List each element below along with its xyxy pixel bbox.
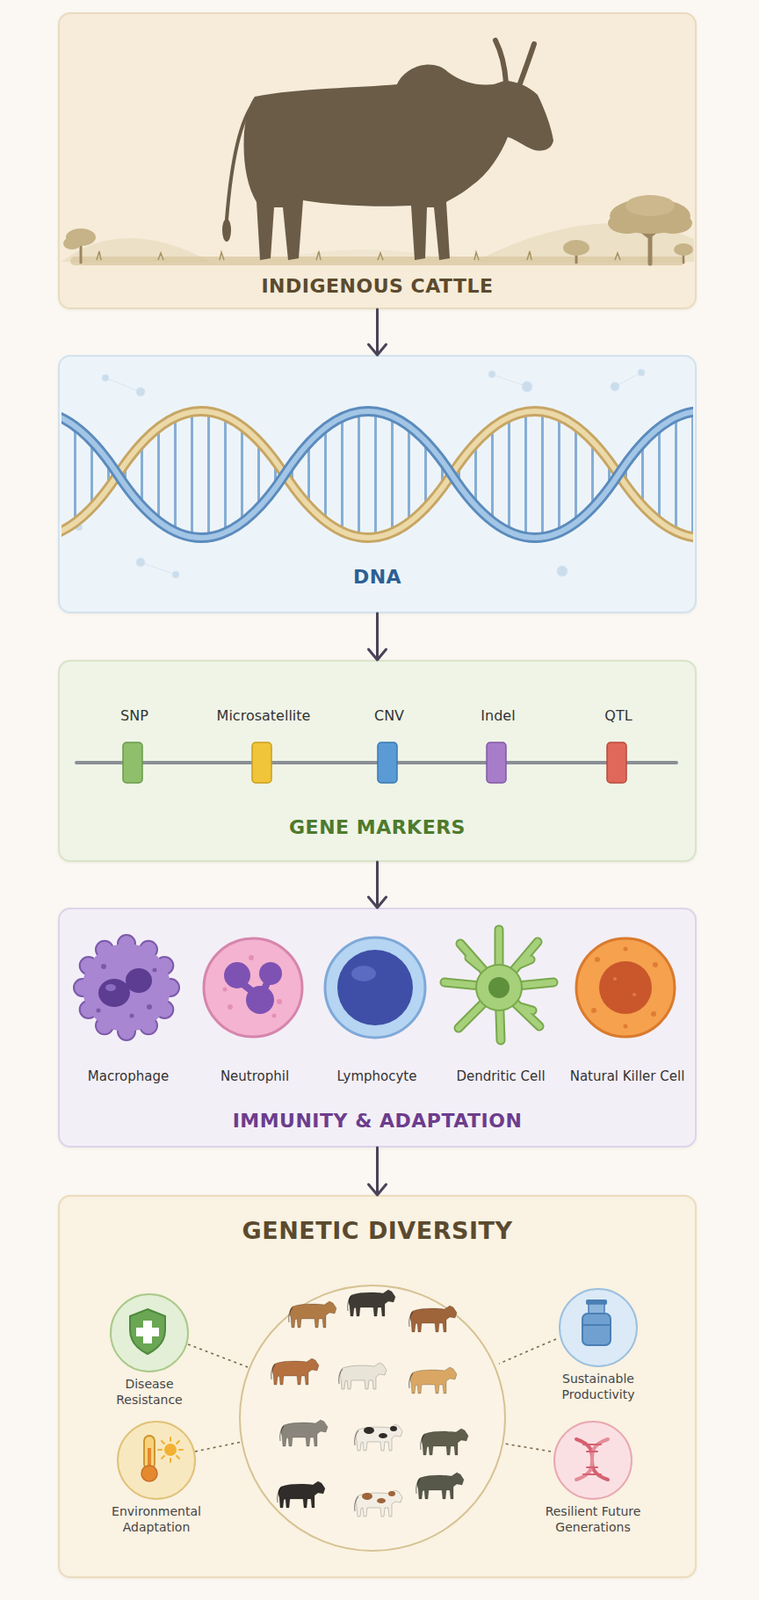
benefit-circle-outline bbox=[110, 1293, 188, 1372]
benefit-circle-outline bbox=[117, 1421, 196, 1499]
stage-panel: INDIGENOUS CATTLE bbox=[57, 12, 697, 310]
panel-title: IMMUNITY & ADAPTATION bbox=[59, 1109, 695, 1133]
benefit-circle: Sustainable Productivity bbox=[541, 1286, 656, 1419]
benefit-circle: Disease Resistance bbox=[92, 1292, 207, 1425]
panel-title: GENETIC DIVERSITY bbox=[59, 1216, 695, 1245]
flow-arrow bbox=[368, 309, 387, 355]
flow-arrow bbox=[368, 613, 387, 660]
arrow-line bbox=[368, 613, 387, 660]
panel-title: GENE MARKERS bbox=[59, 816, 695, 839]
benefit-circle: Environmental Adaptation bbox=[99, 1419, 214, 1552]
stage-panel: DNA bbox=[57, 354, 697, 614]
benefit-label: Environmental Adaptation bbox=[101, 1503, 211, 1535]
benefit-circle-shape bbox=[99, 1419, 214, 1503]
marker-label: SNP bbox=[81, 707, 188, 724]
benefit-circle-outline bbox=[554, 1421, 632, 1499]
panel-title: DNA bbox=[59, 565, 695, 589]
flow-arrow bbox=[368, 1147, 387, 1195]
benefit-label: Resilient Future Generations bbox=[538, 1503, 648, 1535]
stage-panel: GENETIC DIVERSITY Disease Resistance Susta… bbox=[57, 1194, 697, 1578]
marker-label: QTL bbox=[565, 707, 672, 724]
panel-title: INDIGENOUS CATTLE bbox=[59, 274, 695, 298]
stage-panel: GENE MARKERS SNP Microsatellite CNVIndel QTL bbox=[57, 659, 697, 862]
cell-label: Neutrophil bbox=[193, 1068, 317, 1085]
benefit-label: Disease Resistance bbox=[94, 1376, 204, 1408]
marker-label: CNV bbox=[336, 707, 442, 724]
cell-label: Dendritic Cell bbox=[439, 1068, 563, 1085]
benefit-circle: Resilient Future Generations bbox=[535, 1419, 651, 1552]
cell-label: Lymphocyte bbox=[315, 1068, 439, 1085]
arrow-line bbox=[368, 309, 387, 355]
benefit-circle-shape bbox=[535, 1419, 651, 1503]
flow-arrow bbox=[368, 861, 387, 908]
marker-label: Indel bbox=[445, 707, 551, 724]
cell-label: Macrophage bbox=[66, 1068, 190, 1085]
arrow-line bbox=[368, 861, 387, 908]
benefit-circle-shape bbox=[541, 1286, 656, 1370]
benefit-label: Sustainable Productivity bbox=[543, 1371, 653, 1403]
marker-label: Microsatellite bbox=[202, 707, 326, 724]
cell-label: Natural Killer Cell bbox=[561, 1068, 694, 1085]
benefit-circle-shape bbox=[92, 1292, 207, 1375]
benefit-circle-outline bbox=[559, 1288, 637, 1367]
arrow-line bbox=[368, 1147, 387, 1195]
stage-panel: IMMUNITY & ADAPTATION MacrophageNeutrophi… bbox=[57, 907, 697, 1148]
